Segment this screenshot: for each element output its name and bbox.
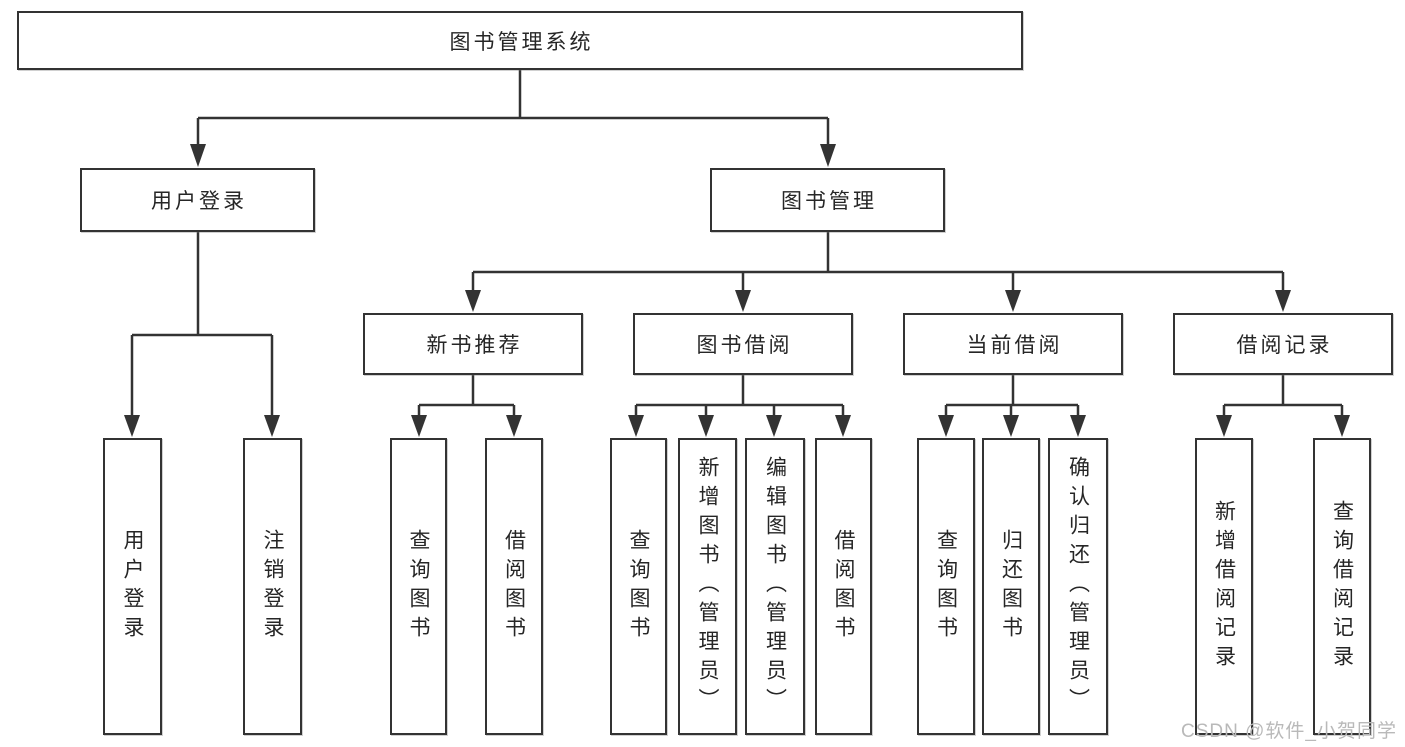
leaf-query-borrow-record: 查询借阅记录 bbox=[1313, 438, 1371, 735]
leaf-edit-book-admin: 编辑图书（管理员） bbox=[745, 438, 805, 735]
node-root-label: 图书管理系统 bbox=[449, 30, 594, 54]
leaf-add-book-admin-label: 新增图书（管理员） bbox=[696, 456, 719, 717]
leaf-user-login: 用户登录 bbox=[103, 438, 162, 735]
connector-login-group bbox=[124, 232, 280, 437]
node-book-management: 图书管理 bbox=[710, 168, 945, 232]
leaf-query-books-current: 查询图书 bbox=[917, 438, 975, 735]
node-borrow-records-label: 借阅记录 bbox=[1236, 334, 1333, 357]
connector-newbook-group bbox=[411, 375, 522, 437]
csdn-watermark: CSDN @软件_小贺同学 bbox=[1181, 721, 1397, 742]
leaf-borrow-books-label: 借阅图书 bbox=[832, 528, 855, 645]
node-new-book-recommend-label: 新书推荐 bbox=[426, 334, 523, 357]
node-user-login-label: 用户登录 bbox=[151, 190, 247, 213]
leaf-add-borrow-record: 新增借阅记录 bbox=[1195, 438, 1253, 735]
node-user-login: 用户登录 bbox=[80, 168, 315, 232]
connector-records-group bbox=[1216, 375, 1350, 437]
connector-borrow-group bbox=[628, 375, 851, 437]
leaf-query-books-borrow-label: 查询图书 bbox=[627, 528, 650, 645]
node-book-borrow-label: 图书借阅 bbox=[696, 334, 793, 357]
node-current-borrow-label: 当前借阅 bbox=[966, 334, 1063, 357]
connector-management-level bbox=[465, 232, 1291, 312]
leaf-edit-book-admin-label: 编辑图书（管理员） bbox=[763, 456, 787, 717]
connector-root bbox=[190, 70, 836, 167]
leaf-borrow-books: 借阅图书 bbox=[815, 438, 872, 735]
leaf-borrow-books-recommend: 借阅图书 bbox=[485, 438, 543, 735]
leaf-logout: 注销登录 bbox=[243, 438, 302, 735]
leaf-logout-label: 注销登录 bbox=[261, 528, 284, 645]
leaf-query-books-current-label: 查询图书 bbox=[934, 528, 958, 645]
leaf-confirm-return-admin: 确认归还（管理员） bbox=[1048, 438, 1108, 735]
leaf-return-book: 归还图书 bbox=[982, 438, 1040, 735]
connector-current-group bbox=[938, 375, 1086, 437]
leaf-user-login-label: 用户登录 bbox=[121, 528, 144, 645]
node-root: 图书管理系统 bbox=[17, 11, 1023, 70]
node-borrow-records: 借阅记录 bbox=[1173, 313, 1393, 375]
leaf-add-borrow-record-label: 新增借阅记录 bbox=[1212, 499, 1236, 674]
leaf-borrow-books-recommend-label: 借阅图书 bbox=[502, 528, 526, 645]
node-current-borrow: 当前借阅 bbox=[903, 313, 1123, 375]
node-book-borrow: 图书借阅 bbox=[633, 313, 853, 375]
node-new-book-recommend: 新书推荐 bbox=[363, 313, 583, 375]
leaf-return-book-label: 归还图书 bbox=[999, 528, 1023, 645]
leaf-add-book-admin: 新增图书（管理员） bbox=[678, 438, 737, 735]
leaf-query-books-borrow: 查询图书 bbox=[610, 438, 667, 735]
leaf-query-books-recommend-label: 查询图书 bbox=[407, 528, 430, 645]
leaf-confirm-return-admin-label: 确认归还（管理员） bbox=[1066, 456, 1090, 717]
leaf-query-borrow-record-label: 查询借阅记录 bbox=[1330, 499, 1354, 674]
node-book-management-label: 图书管理 bbox=[781, 190, 877, 213]
leaf-query-books-recommend: 查询图书 bbox=[390, 438, 447, 735]
